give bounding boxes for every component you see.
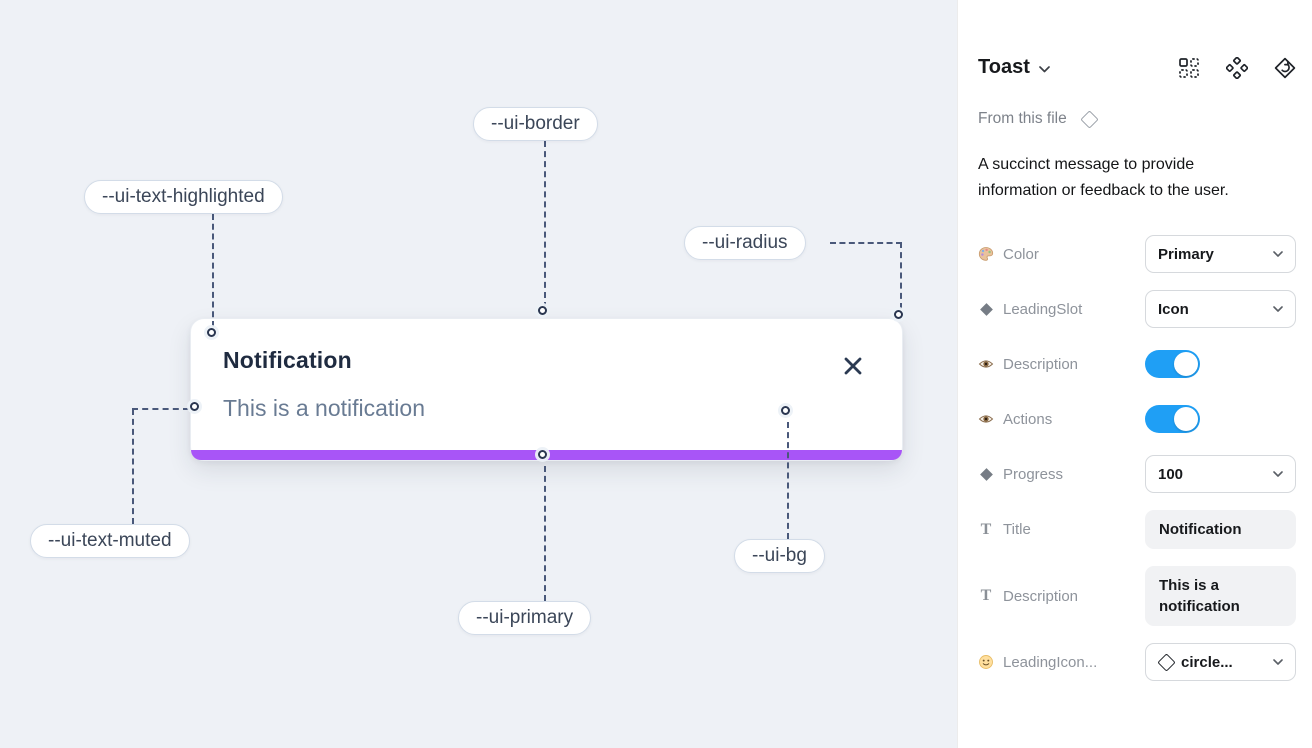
node-text-muted xyxy=(190,402,199,411)
property-label: LeadingIcon... xyxy=(1003,653,1098,671)
property-row-description-toggle: Description xyxy=(978,345,1296,383)
property-label: Title xyxy=(1003,521,1031,538)
connector-primary xyxy=(544,466,546,601)
connector-border xyxy=(544,141,546,308)
callout-ui-radius: --ui-radius xyxy=(684,226,806,260)
property-list: Color Primary LeadingSlot Icon xyxy=(978,235,1296,681)
property-label: Progress xyxy=(1003,465,1064,483)
property-row-title: T Title Notification xyxy=(978,510,1296,549)
title-field[interactable]: Notification xyxy=(1145,510,1296,549)
toast-component: Notification This is a notification xyxy=(190,318,903,461)
source-label: From this file xyxy=(978,110,1067,127)
connector-radius-h xyxy=(830,242,902,244)
callout-ui-text-highlighted: --ui-text-highlighted xyxy=(84,180,283,214)
toggle-knob xyxy=(1174,352,1198,376)
connector-text-muted-v xyxy=(132,409,134,524)
connector-bg xyxy=(787,422,789,539)
callout-ui-primary: --ui-primary xyxy=(458,601,592,635)
property-label: LeadingSlot xyxy=(1003,300,1083,318)
property-row-progress: Progress 100 xyxy=(978,455,1296,493)
smiley-icon xyxy=(978,654,994,670)
description-field[interactable]: This is a notification xyxy=(1145,566,1296,626)
callout-ui-border: --ui-border xyxy=(473,107,598,141)
eye-icon xyxy=(978,411,994,427)
node-text-highlighted xyxy=(207,328,216,337)
connector-radius-v xyxy=(900,242,902,309)
property-label: Description xyxy=(1003,587,1079,605)
property-row-leadingslot: LeadingSlot Icon xyxy=(978,290,1296,328)
property-label: Actions xyxy=(1003,410,1053,428)
source-row: From this file xyxy=(978,109,1296,129)
property-label: Description xyxy=(1003,355,1079,373)
text-icon: T xyxy=(980,587,992,605)
actions-toggle[interactable] xyxy=(1145,405,1200,433)
node-bg xyxy=(781,406,790,415)
property-row-color: Color Primary xyxy=(978,235,1296,273)
progress-dropdown[interactable]: 100 xyxy=(1145,455,1296,493)
dropdown-value: Primary xyxy=(1158,245,1214,263)
component-title: Toast xyxy=(978,56,1030,78)
component-grid-icon[interactable] xyxy=(1178,57,1200,79)
properties-panel: Toast From this file xyxy=(957,0,1312,748)
chevron-down-icon xyxy=(1273,471,1283,477)
diamond-icon xyxy=(978,466,994,482)
callout-ui-text-muted: --ui-text-muted xyxy=(30,524,190,558)
diamond-outline-icon xyxy=(1080,109,1099,129)
leadingicon-dropdown[interactable]: circle... xyxy=(1145,643,1296,681)
callout-ui-bg: --ui-bg xyxy=(734,539,825,573)
chevron-down-icon xyxy=(1273,306,1283,312)
text-icon: T xyxy=(980,521,992,538)
property-row-leadingicon: LeadingIcon... circle... xyxy=(978,643,1296,681)
design-canvas[interactable]: Notification This is a notification --ui… xyxy=(0,0,957,748)
node-radius xyxy=(894,310,903,319)
chevron-down-icon[interactable] xyxy=(1039,65,1050,73)
chevron-down-icon xyxy=(1273,251,1283,257)
dropdown-value: circle... xyxy=(1181,653,1233,671)
connector-text-muted-h xyxy=(132,408,189,410)
description-toggle[interactable] xyxy=(1145,350,1200,378)
property-row-description-text: T Description This is a notification xyxy=(978,566,1296,626)
chevron-down-icon xyxy=(1273,659,1283,665)
diamond-outline-icon xyxy=(1157,652,1176,672)
component-description: A succinct message to provide informatio… xyxy=(978,156,1229,199)
connector-text-highlighted xyxy=(212,214,214,327)
dropdown-value: Icon xyxy=(1158,300,1189,318)
leadingslot-dropdown[interactable]: Icon xyxy=(1145,290,1296,328)
toggle-knob xyxy=(1174,407,1198,431)
palette-icon xyxy=(978,246,994,262)
diamond-icon xyxy=(978,301,994,317)
close-icon[interactable] xyxy=(841,354,865,378)
panel-header: Toast xyxy=(978,56,1296,79)
dropdown-value: 100 xyxy=(1158,465,1184,483)
node-primary xyxy=(538,450,547,459)
revert-icon[interactable] xyxy=(1274,57,1296,79)
toast-title: Notification xyxy=(223,347,352,373)
property-row-actions-toggle: Actions xyxy=(978,400,1296,438)
header-icon-group xyxy=(1178,56,1296,79)
component-icon[interactable] xyxy=(1226,56,1248,79)
eye-icon xyxy=(978,356,994,372)
color-dropdown[interactable]: Primary xyxy=(1145,235,1296,273)
node-border xyxy=(538,306,547,315)
toast-description: This is a notification xyxy=(223,395,425,421)
property-label: Color xyxy=(1003,245,1039,263)
